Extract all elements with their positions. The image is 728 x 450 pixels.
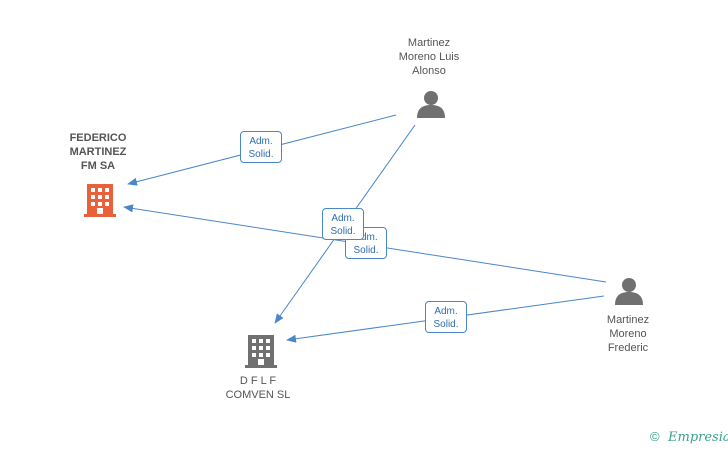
- edge-label-role[interactable]: Adm. Solid.: [425, 301, 467, 333]
- person-icon[interactable]: [416, 90, 446, 118]
- edge-label-role[interactable]: Adm. Solid.: [322, 208, 364, 240]
- person-frederic-label[interactable]: Martinez Moreno Frederic: [606, 314, 650, 354]
- building-icon[interactable]: [245, 334, 277, 368]
- edge-label-role[interactable]: Adm. Solid.: [240, 131, 282, 163]
- person-icon[interactable]: [614, 277, 644, 305]
- building-icon[interactable]: [84, 183, 116, 217]
- company-federico-martinez-label[interactable]: FEDERICO MARTINEZ FM SA: [69, 132, 127, 172]
- copyright-symbol: ©: [650, 429, 660, 444]
- person-luis-alonso-label[interactable]: Martinez Moreno Luis Alonso: [398, 37, 460, 77]
- brand-logo-text[interactable]: Empresia: [668, 430, 728, 445]
- company-dflf-comven-label[interactable]: D F L F COMVEN SL: [225, 375, 291, 401]
